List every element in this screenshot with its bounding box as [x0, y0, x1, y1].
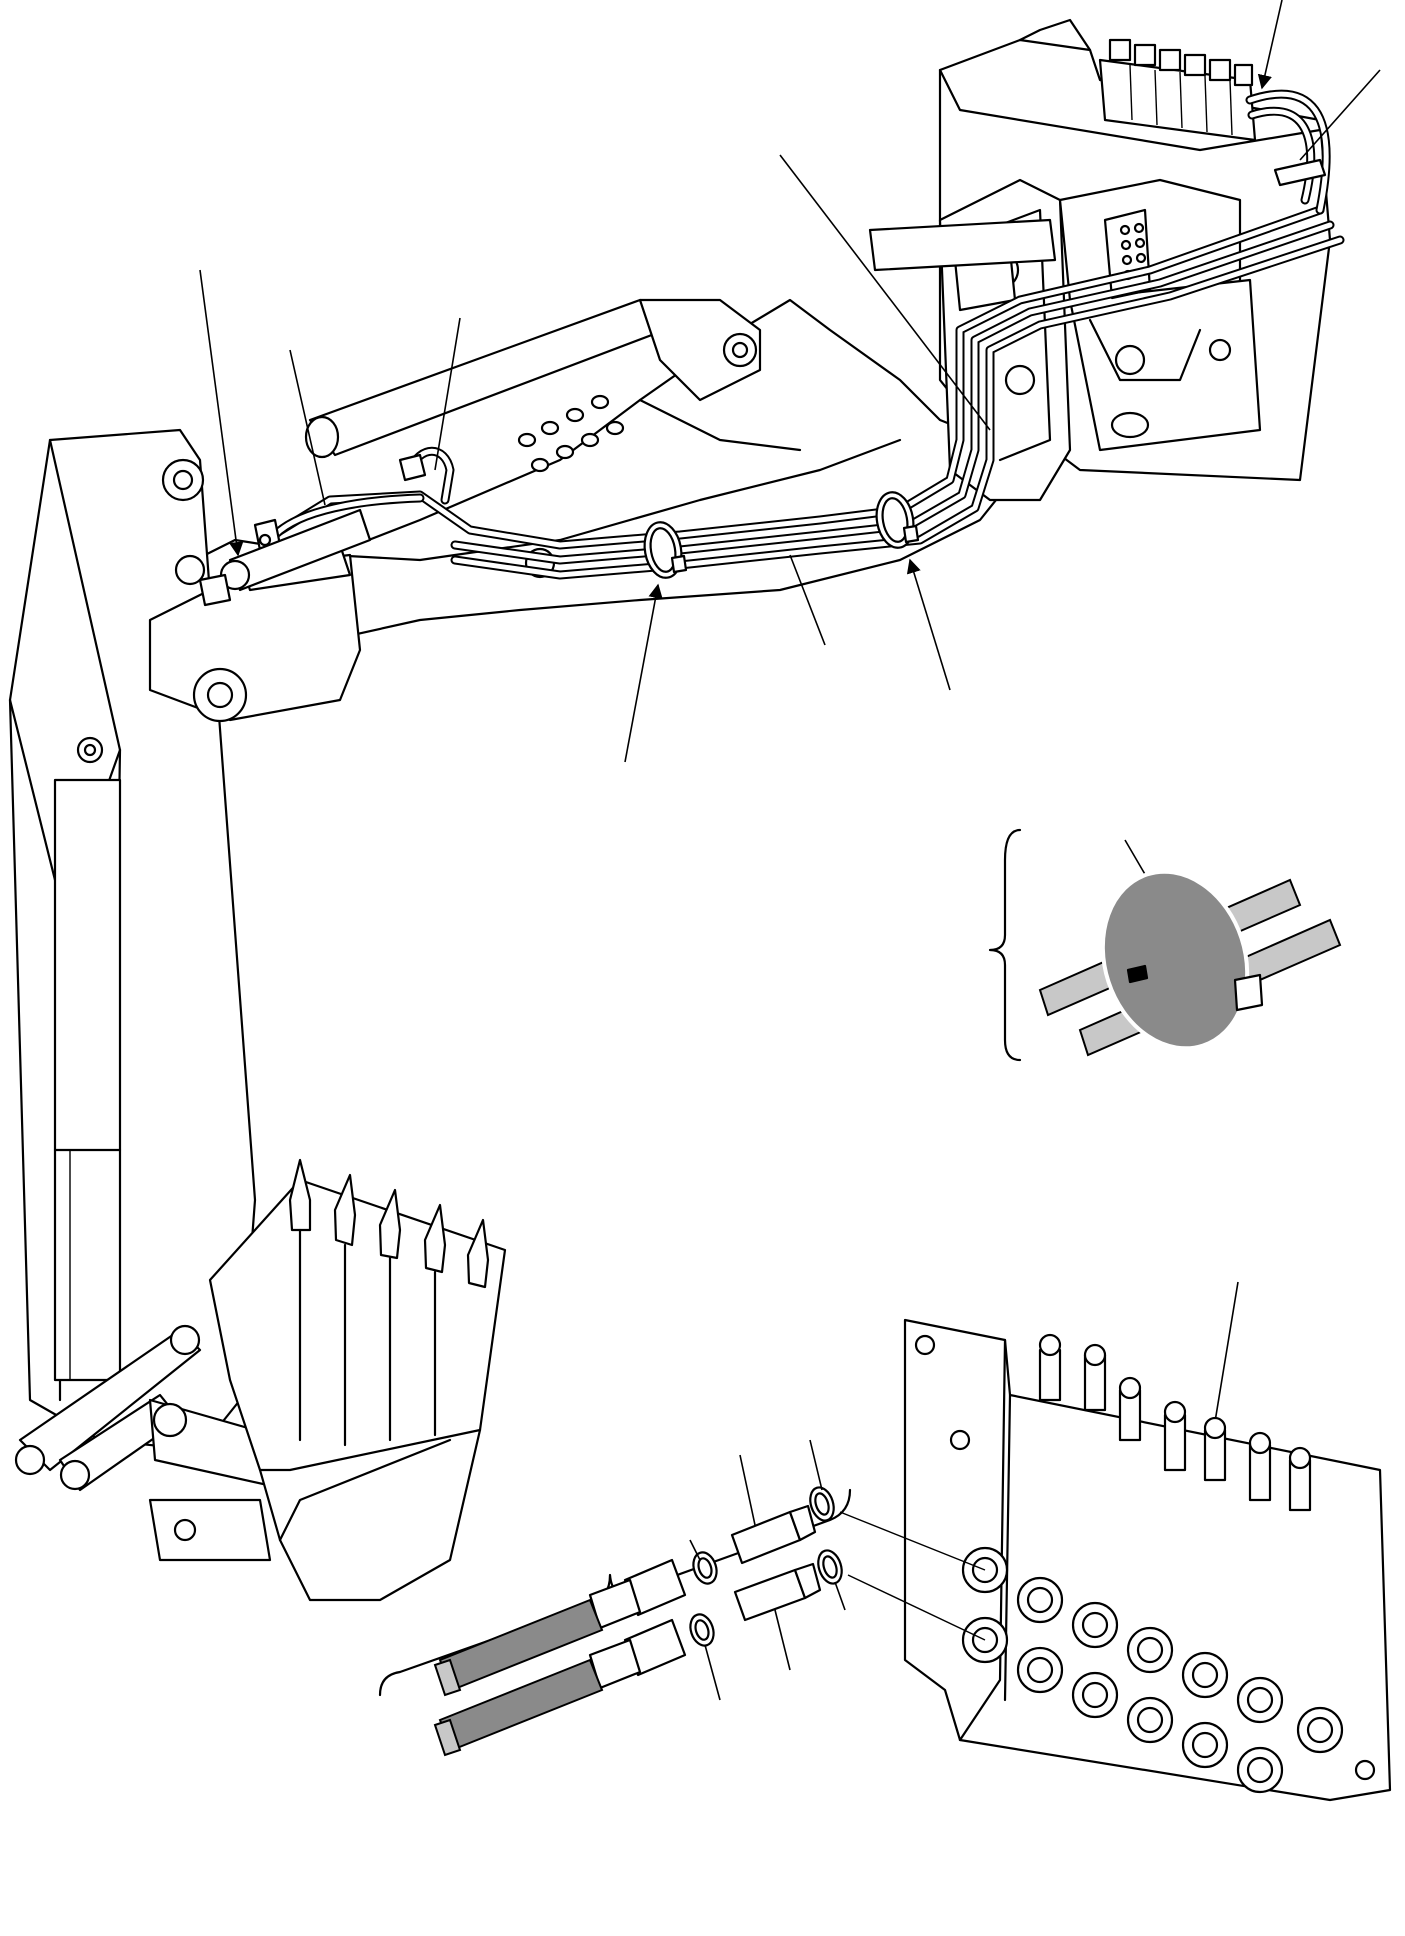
- leader-hose-top: [1299, 69, 1381, 161]
- arrow-control-valve: [1206, 1281, 1239, 1442]
- arrow-clamp-1: [624, 583, 663, 763]
- hose-clamp-3: [1273, 158, 1327, 187]
- hose-clamp-1: [643, 521, 688, 579]
- hose-clamp-2: [875, 491, 920, 549]
- control-valve-detail: [903, 1318, 1392, 1802]
- fitting-detail: [378, 1439, 986, 1757]
- bucket-linkage: [14, 1324, 292, 1562]
- arrow-clamp-2: [906, 558, 951, 691]
- leader-hose-arm: [289, 349, 326, 506]
- bucket: [208, 1158, 507, 1602]
- leader-hose-run: [789, 554, 826, 646]
- boom-cylinder: [304, 298, 762, 459]
- boom-bracket-holes: [517, 394, 625, 579]
- valve-spools: [1038, 1333, 1312, 1512]
- control-valve-top: [1098, 38, 1257, 142]
- arm-cylinder-rod: [198, 508, 372, 607]
- leader-swing-bracket-hose: [779, 154, 991, 431]
- arrow-control-valve-hose: [1257, 0, 1283, 90]
- leader-lines: [199, 0, 1381, 1442]
- leader-hose-loop: [434, 317, 461, 471]
- arrow-arm-cylinder-port: [199, 269, 244, 557]
- arm-cylinder: [53, 778, 122, 1382]
- clamp-detail: [988, 828, 1342, 1062]
